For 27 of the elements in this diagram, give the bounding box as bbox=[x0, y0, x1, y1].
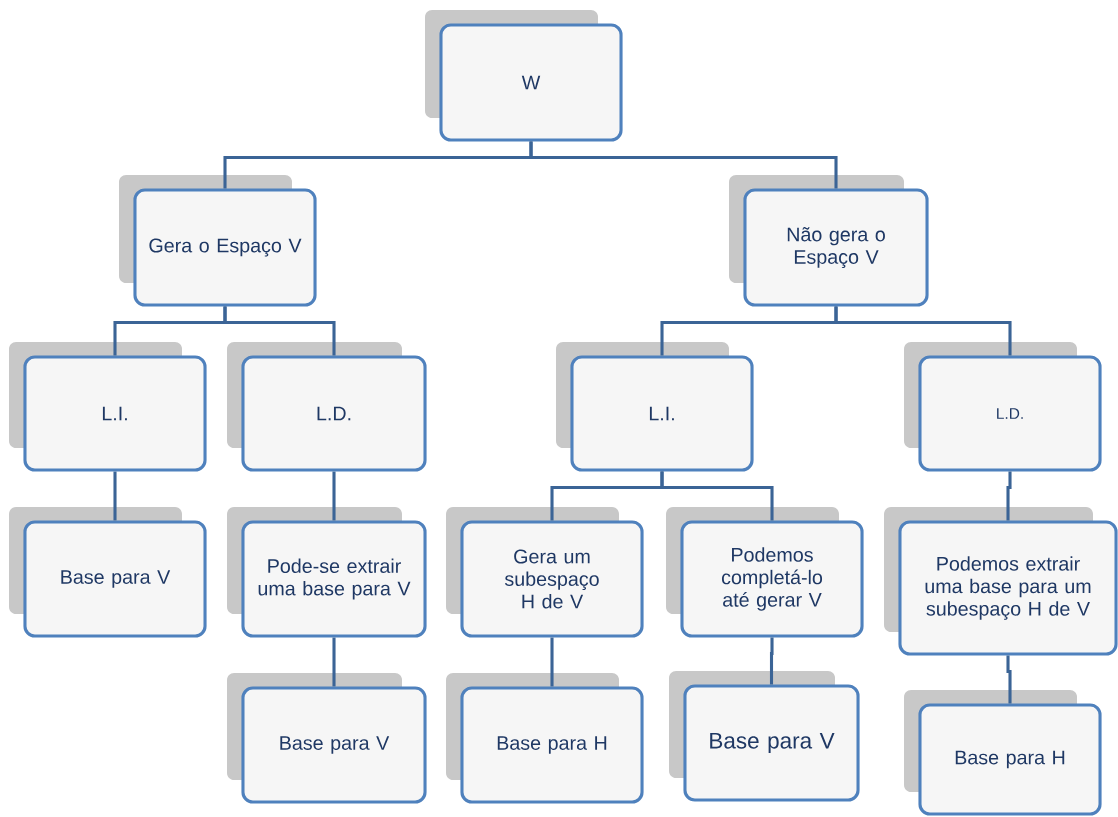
process-box: Não gera o Espaço V bbox=[729, 175, 929, 307]
connector-line bbox=[332, 471, 336, 521]
connector-line bbox=[529, 141, 838, 189]
connector-line bbox=[834, 306, 1012, 356]
connector-line bbox=[223, 306, 336, 356]
process-box: Base para H bbox=[446, 673, 644, 804]
connector-line bbox=[1006, 471, 1012, 521]
process-box: W bbox=[425, 10, 623, 142]
process-box: L.I. bbox=[9, 342, 207, 472]
connector-line bbox=[550, 637, 554, 687]
process-box: Base para V bbox=[227, 673, 427, 804]
process-box: L.I. bbox=[556, 342, 754, 472]
process-box: Gera um subespaço H de V bbox=[446, 507, 644, 638]
connector-line bbox=[769, 637, 774, 685]
process-box: Base para V bbox=[9, 507, 207, 638]
process-box: Podemos extrair uma base para um subespaço H de V bbox=[884, 507, 1118, 656]
process-box: Podemos completá-lo até gerar V bbox=[666, 507, 864, 638]
connector-line bbox=[113, 471, 117, 521]
process-box: L.D. bbox=[227, 342, 427, 472]
process-box: Pode-se extrair uma base para V bbox=[227, 507, 427, 638]
process-box: Gera o Espaço V bbox=[119, 175, 317, 307]
connector-line bbox=[332, 637, 336, 687]
connector-line bbox=[660, 471, 774, 521]
connector-line bbox=[1006, 655, 1012, 704]
process-box: Base para H bbox=[904, 690, 1102, 816]
process-box: Base para V bbox=[669, 671, 860, 802]
process-box: L.D. bbox=[904, 342, 1102, 472]
